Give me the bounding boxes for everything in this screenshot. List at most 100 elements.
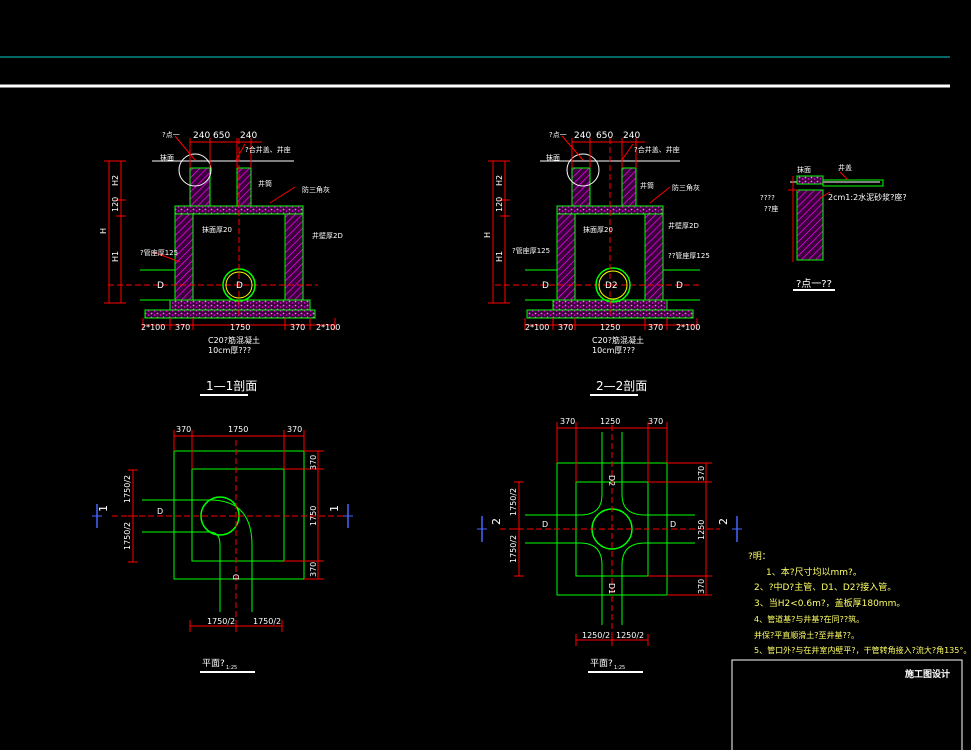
p2-bottom-dim-1: 1250/2 — [582, 631, 610, 640]
detail-label-ring: ???? — [760, 194, 775, 202]
p1-cut-left: 1 — [97, 505, 110, 512]
plan-1 — [92, 430, 353, 673]
s22-bottom-dim-4: 370 — [648, 323, 663, 332]
note-item-5: 并保?平直顺滑土?至井基??。 — [754, 630, 859, 640]
s11-bottom-dim-4: 370 — [290, 323, 305, 332]
s11-pipe-left: D — [157, 281, 164, 291]
detail-label-mortar: 2cm1:2水泥砂浆?座? — [828, 192, 907, 202]
s11-base-note-1: C20?筋混凝土 — [208, 335, 260, 345]
p2-right-dim-2: 1250 — [697, 520, 706, 540]
s11-bottom-dim-5: 2*100 — [316, 323, 340, 332]
note-item-4: 4、管道基?与井基?在同??筑。 — [754, 615, 865, 624]
p2-top-dim-1: 370 — [560, 417, 575, 426]
note-item-2: 2、?中D?主管、D1、D2?接入管。 — [754, 583, 897, 593]
p2-pipe-left: D — [542, 520, 548, 529]
plan-1-text: 370 1750 370 370 1750 370 1750/2 1750/2 … — [97, 425, 341, 671]
p2-right-dim-1: 370 — [697, 466, 706, 481]
s22-vdim-h1: H1 — [495, 251, 504, 262]
p1-bottom-dim-1: 1750/2 — [207, 617, 235, 626]
p2-right-dim-3: 370 — [697, 579, 706, 594]
s11-vdim-h2: H2 — [111, 175, 120, 186]
p1-top-dim-2: 1750 — [228, 425, 248, 434]
s11-label-mortar: 防三角灰 — [302, 185, 330, 194]
detail-one-text: 抹面 井盖 ???? ??座 2cm1:2水泥砂浆?座? ?点一?? — [760, 163, 907, 290]
s11-label-wall-left: 抹面厚20 — [202, 225, 232, 234]
p1-right-dim-3: 370 — [309, 562, 318, 577]
s22-bottom-dim-3: 1250 — [600, 323, 620, 332]
detail-label-frame: 抹面 — [797, 165, 811, 174]
p2-title-sub: 1:25 — [614, 665, 625, 671]
s22-title: 2—2剖面 — [596, 379, 647, 393]
p2-top-dim-2: 1250 — [600, 417, 620, 426]
note-item-3: 3、当H2<0.6m?，盖板厚180mm。 — [754, 598, 906, 609]
detail-label-cover: 井盖 — [838, 163, 852, 172]
s22-base-note-1: C20?筋混凝土 — [592, 335, 644, 345]
detail-label-ring2: ??座 — [764, 204, 778, 213]
s22-label-neck: 井筒 — [640, 181, 654, 190]
s11-bottom-dim-2: 370 — [175, 323, 190, 332]
detail-one — [788, 171, 884, 291]
design-notes: ?明： 1、本?尺寸均以mm?。 2、?中D?主管、D1、D2?接入管。 3、当… — [748, 550, 971, 659]
plan-2 — [477, 422, 742, 673]
p1-cut-right: 1 — [328, 505, 341, 512]
s22-top-dim-1: 240 — [574, 131, 591, 141]
section-2-2 — [488, 135, 700, 396]
note-item-1: 1、本?尺寸均以mm?。 — [766, 567, 862, 578]
p1-pipe-bottom: D — [232, 574, 241, 580]
s11-vdim-120: 120 — [111, 197, 120, 212]
note-item-6: 5、管口外?与在井室内壁平?，干管转角接入?流大?角135°。 — [754, 646, 971, 655]
p1-left-dim-1: 1750/2 — [123, 475, 132, 503]
p2-pipe-bottom: D1 — [607, 583, 616, 594]
s11-label-frame: 抹面 — [160, 153, 174, 162]
notes-heading: ?明： — [748, 552, 771, 562]
s22-top-dim-2: 650 — [596, 131, 613, 141]
s11-bottom-dim-1: 2*100 — [141, 323, 165, 332]
s22-pipe-right: D — [676, 281, 683, 291]
s22-label-frame: 抹面 — [546, 153, 560, 162]
section-1-1-text: 240 650 240 ?点一 ?合井盖、井座 抹面 井筒 防三角灰 抹面厚20… — [99, 131, 343, 393]
p2-pipe-top: D2 — [607, 475, 616, 486]
s11-callout-tl: ?点一 — [162, 131, 180, 139]
p2-left-dim-2: 1750/2 — [509, 535, 518, 563]
p1-top-dim-3: 370 — [287, 425, 302, 434]
p1-title-sub: 1:25 — [226, 665, 237, 671]
p1-title: 平面? — [202, 658, 225, 669]
p2-cut-left: 2 — [490, 518, 503, 525]
p2-top-dim-3: 370 — [648, 417, 663, 426]
s11-pipe-center: D — [236, 281, 243, 291]
s22-label-mortar: 防三角灰 — [672, 183, 700, 192]
s22-vdim-h: H — [483, 232, 492, 238]
s11-label-wall-right: 井壁厚2D — [312, 231, 343, 240]
s11-label-neck: 井筒 — [258, 179, 272, 188]
p1-right-dim-2: 1750 — [309, 506, 318, 526]
section-2-2-text: 240 650 240 ?点一 ?合井盖、井座 抹面 井筒 防三角灰 ?管座厚1… — [483, 131, 710, 393]
s22-bottom-dim-5: 2*100 — [676, 323, 700, 332]
s22-bottom-dim-2: 370 — [558, 323, 573, 332]
s22-base-note-2: 10cm厚??? — [592, 346, 635, 355]
p2-left-dim-1: 1750/2 — [509, 488, 518, 516]
detail-title: ?点一?? — [796, 278, 832, 290]
p2-pipe-right: D — [670, 520, 676, 529]
p1-pipe-left: D — [157, 507, 163, 516]
s22-label-wall-mid: 抹面厚20 — [583, 225, 613, 234]
p2-title: 平面? — [590, 658, 613, 669]
p1-top-dim-1: 370 — [176, 425, 191, 434]
s11-label-bench: ?管座厚125 — [140, 248, 178, 257]
s22-label-bench: ??管座厚125 — [668, 251, 710, 260]
s22-vdim-h2: H2 — [495, 175, 504, 186]
title-block-label: 施工图设计 — [905, 670, 951, 680]
s11-top-dim-1: 240 — [193, 131, 210, 141]
s11-top-dim-3: 240 — [240, 131, 257, 141]
title-block — [731, 659, 963, 750]
s22-vdim-120: 120 — [495, 197, 504, 212]
s11-vdim-h: H — [99, 228, 108, 234]
s22-label-wall-left: ?管座厚125 — [512, 246, 550, 255]
p2-cut-right: 2 — [717, 518, 730, 525]
plan-2-text: 370 1250 370 370 1250 370 1750/2 1750/2 … — [490, 417, 730, 671]
s22-pipe-center: D2 — [605, 281, 618, 291]
p1-bottom-dim-2: 1750/2 — [253, 617, 281, 626]
s22-bottom-dim-1: 2*100 — [525, 323, 549, 332]
s22-callout-tl: ?点一 — [549, 131, 567, 139]
s22-label-wall-right: 井壁厚2D — [668, 221, 699, 230]
p1-left-dim-2: 1750/2 — [123, 522, 132, 550]
